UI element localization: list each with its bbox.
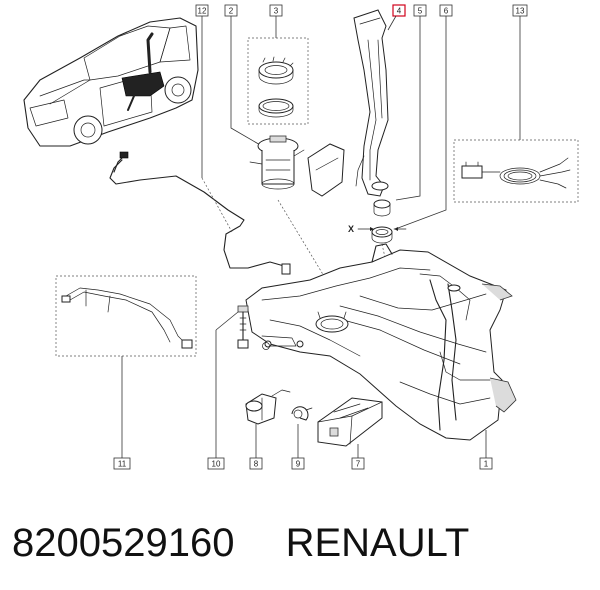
callout-1: 1 (479, 457, 493, 470)
svg-text:12: 12 (198, 7, 207, 16)
part-12-fuel-line (109, 151, 291, 275)
dimension-x: X (348, 224, 407, 263)
svg-text:1: 1 (484, 460, 489, 469)
callout-12: 12 (195, 4, 209, 178)
svg-text:3: 3 (274, 7, 279, 16)
part-8-fuel-filter (245, 389, 291, 458)
svg-text:10: 10 (212, 460, 221, 469)
callout-5: 5 (395, 4, 427, 201)
callout-7: 7 (351, 457, 365, 470)
part-2-fuel-pump (249, 135, 345, 287)
svg-text:11: 11 (118, 460, 127, 469)
callout-3: 3 (269, 4, 283, 38)
product-caption: 8200529160 RENAULT (12, 515, 592, 571)
part-1-fuel-tank (245, 243, 517, 458)
brand-name: RENAULT (285, 521, 470, 565)
callout-9: 9 (291, 457, 305, 470)
part-10-bolt (215, 305, 270, 458)
part-4-filler-neck (353, 9, 389, 197)
callout-10: 10 (207, 457, 225, 470)
svg-text:5: 5 (418, 7, 423, 16)
svg-text:8: 8 (254, 460, 259, 469)
callout-2: 2 (224, 4, 263, 147)
callout-8: 8 (249, 457, 263, 470)
callout-4: 4 (387, 4, 406, 31)
car-illustration (23, 17, 199, 147)
svg-text:2: 2 (229, 7, 234, 16)
callout-13: 13 (512, 4, 528, 140)
callout-6: 6 (397, 4, 453, 229)
part-13-harness (453, 139, 579, 203)
part-6-seal (371, 226, 393, 244)
callout-11: 11 (113, 457, 131, 470)
svg-text:6: 6 (444, 7, 449, 16)
part-number: 8200529160 (12, 521, 235, 565)
svg-text:9: 9 (296, 460, 301, 469)
svg-text:X: X (348, 224, 354, 234)
part-5-clamp (373, 199, 391, 217)
part-3-ring-seal (247, 37, 309, 125)
svg-text:7: 7 (356, 460, 361, 469)
svg-text:4: 4 (397, 7, 402, 16)
part-11-wiring (55, 275, 197, 458)
part-7-canister (317, 397, 383, 458)
parts-diagram: 12 2 3 4 5 6 13 (23, 4, 579, 470)
part-9-clip (291, 406, 313, 458)
svg-text:13: 13 (516, 7, 525, 16)
